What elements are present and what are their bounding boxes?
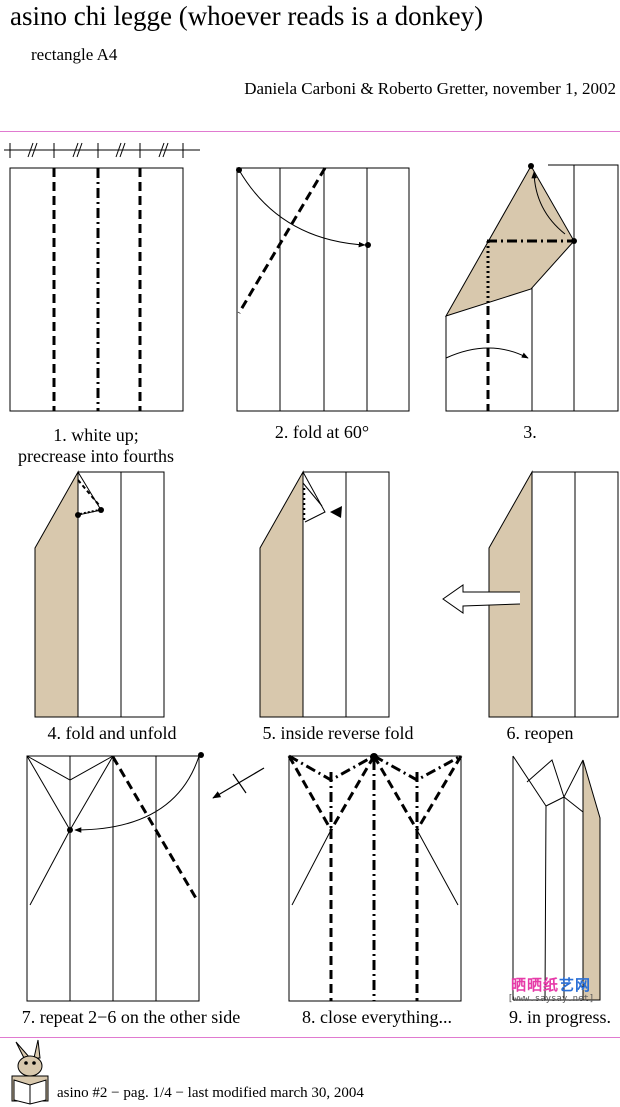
- step-5-diagram: [259, 470, 390, 718]
- footer-divider: [0, 1037, 620, 1038]
- step-3-caption: 3.: [523, 422, 537, 442]
- step-7-diagram: [26, 752, 265, 1002]
- step-5-caption: 5. inside reverse fold: [262, 723, 414, 743]
- step-1-caption-line-2: precrease into fourths: [18, 446, 174, 466]
- author-byline: Daniela Carboni & Roberto Gretter, novem…: [244, 79, 616, 98]
- step-1-caption: 1. white up; precrease into fourths: [0, 425, 192, 467]
- step-8-caption: 8. close everything...: [302, 1007, 452, 1027]
- donkey-reading-book-icon: [11, 1039, 49, 1105]
- header-divider: [0, 131, 620, 132]
- step-7-caption: 7. repeat 2−6 on the other side: [21, 1007, 241, 1027]
- step-9-diagram: [512, 755, 601, 1001]
- step-4-caption: 4. fold and unfold: [47, 723, 177, 743]
- step-1-caption-line-1: 1. white up;: [53, 425, 139, 445]
- site-watermark: 晒晒纸艺网 [www.saysay.net]: [496, 974, 606, 1004]
- step-8-diagram: [287, 753, 463, 1002]
- paper-size-label: rectangle A4: [31, 45, 118, 64]
- watermark-url: [www.saysay.net]: [507, 994, 595, 1004]
- step-6-caption: 6. reopen: [506, 723, 574, 743]
- step-3-diagram: [444, 163, 619, 412]
- step-6-diagram: [442, 470, 619, 718]
- division-scale: [4, 142, 200, 158]
- step-1-diagram: [9, 167, 184, 412]
- watermark-chinese-text: 晒晒纸艺网: [510, 976, 592, 994]
- page-footer: asino #2 − pag. 1/4 − last modified marc…: [57, 1085, 364, 1101]
- step-2-diagram: [236, 167, 410, 412]
- step-2-caption: 2. fold at 60°: [274, 422, 370, 442]
- step-9-caption: 9. in progress.: [509, 1007, 611, 1027]
- step-4-diagram: [34, 470, 165, 718]
- page-title: asino chi legge (whoever reads is a donk…: [10, 1, 484, 31]
